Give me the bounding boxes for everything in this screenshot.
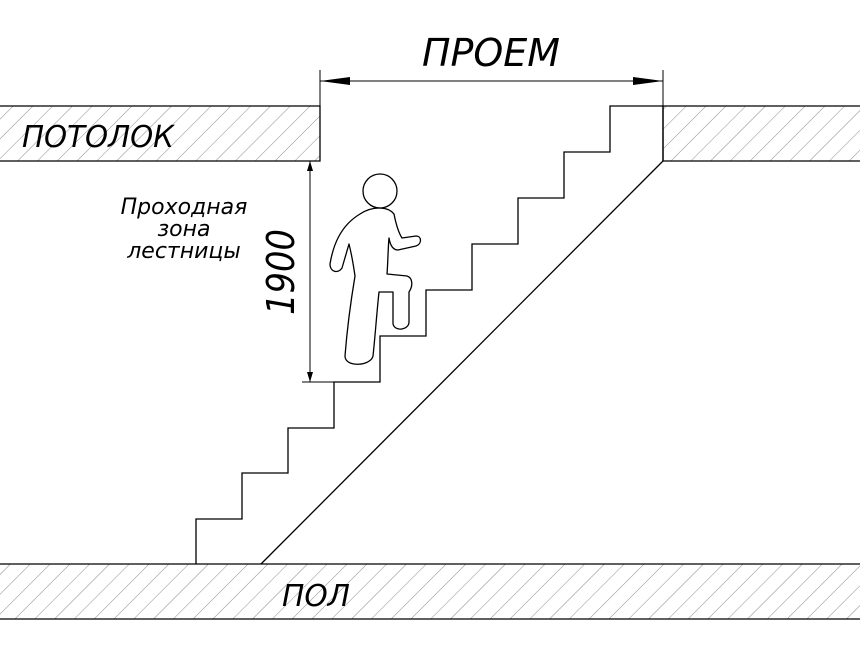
opening-label: ПРОЕМ bbox=[422, 31, 560, 75]
floor-label: ПОЛ bbox=[282, 579, 350, 614]
stair-soffit bbox=[260, 160, 664, 565]
headroom-value: 1900 bbox=[259, 229, 303, 315]
passage-zone-line-3: лестницы bbox=[126, 239, 241, 264]
person-body bbox=[329, 207, 422, 365]
ceiling-label: ПОТОЛОК bbox=[22, 120, 176, 155]
ceiling-slab-right bbox=[662, 105, 860, 162]
passage-zone-line-1: Проходная bbox=[121, 195, 248, 220]
ceiling-slab-left bbox=[0, 105, 321, 162]
passage-zone-label: Проходная зона лестницы bbox=[121, 195, 248, 264]
stair-steps bbox=[195, 105, 664, 564]
headroom-dimension bbox=[302, 161, 334, 383]
person-figure bbox=[329, 173, 422, 365]
passage-zone-line-2: зона bbox=[157, 217, 210, 242]
floor-slab bbox=[0, 563, 860, 620]
opening-dimension bbox=[319, 70, 664, 106]
person-head bbox=[362, 173, 398, 209]
